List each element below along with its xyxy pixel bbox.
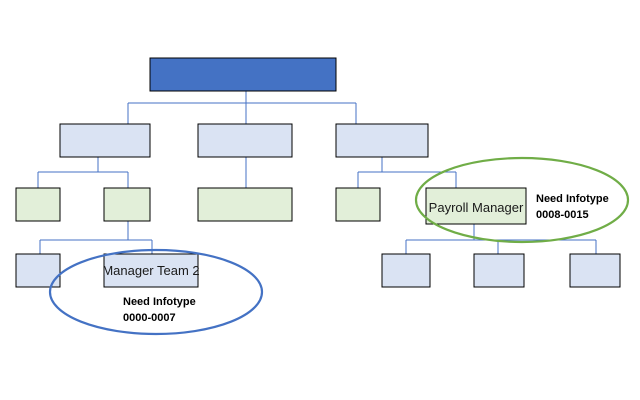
root-node [149, 57, 337, 92]
level3-node-2 [381, 253, 431, 288]
level3-node-3 [473, 253, 525, 288]
manager-team-2-node [103, 253, 199, 288]
highlight-ellipse-blue [48, 248, 264, 336]
level2-node-1 [15, 187, 61, 222]
level2-node-3 [197, 187, 293, 222]
level3-node-4 [569, 253, 621, 288]
payroll-manager-node [425, 187, 527, 225]
highlight-ellipse-green [414, 156, 630, 244]
level2-node-2 [103, 187, 151, 222]
note-right-line2: 0008-0015 [536, 209, 589, 221]
note-right-line1: Need Infotype [536, 193, 609, 205]
level1-node-right [335, 123, 429, 158]
connectors [37, 91, 597, 254]
note-left-line2: 0000-0007 [123, 312, 176, 324]
level1-node-left [59, 123, 151, 158]
payroll-manager-label: Payroll Manager [429, 200, 524, 215]
level1-node-middle [197, 123, 293, 158]
manager-team-2-label: Manager Team 2 [102, 263, 199, 278]
note-left-line1: Need Infotype [123, 296, 196, 308]
level2-node-4 [335, 187, 381, 222]
